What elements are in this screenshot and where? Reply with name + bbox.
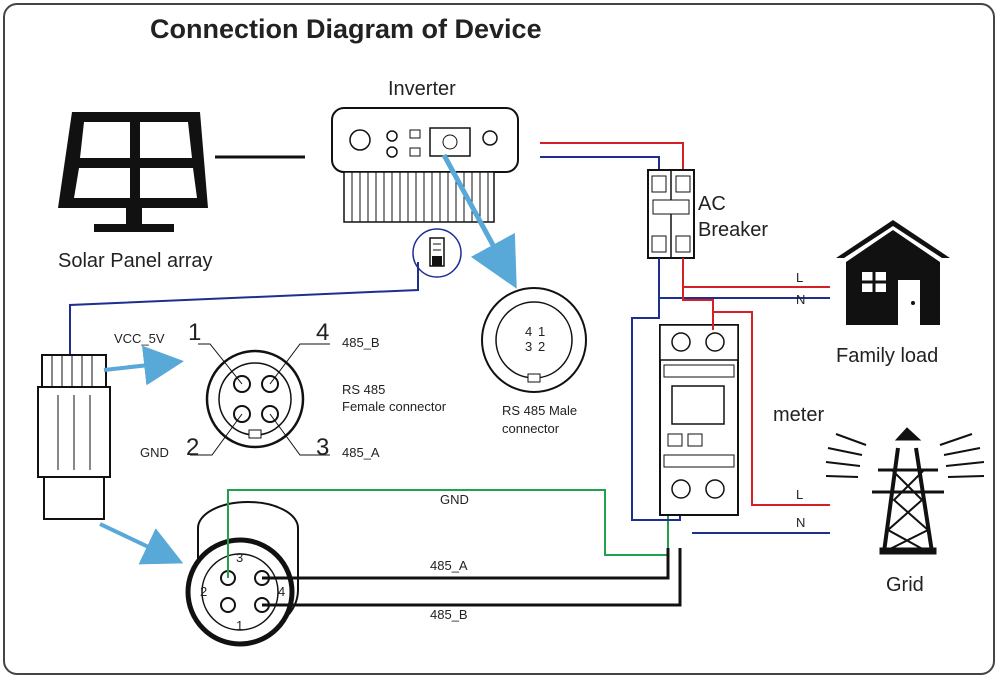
- inverter-l-wire: [540, 142, 684, 170]
- inverter-plug-icon: [412, 228, 462, 278]
- wire-485b-label: 485_B: [430, 607, 468, 622]
- round-plug-connector: [185, 501, 299, 647]
- rs485-female-label-2: Female connector: [342, 399, 447, 414]
- ac-breaker-label-2: Breaker: [698, 219, 768, 241]
- line-n-bottom-label: N: [796, 515, 805, 530]
- wire-485a-label: 485_A: [430, 558, 468, 573]
- wire-gnd-label: GND: [440, 492, 469, 507]
- meter-in-l-wire: [682, 287, 714, 330]
- vcc-arrow: [103, 345, 184, 386]
- line-l-top-label: L: [796, 270, 803, 285]
- rs485-male-connector: 4 1 3 2: [481, 287, 587, 393]
- signal-cable: [69, 262, 419, 355]
- solar-panel-label: Solar Panel array: [58, 250, 213, 272]
- solar-panel-icon: [58, 112, 208, 232]
- load-l-wire: [682, 258, 830, 288]
- meter-n-wire: [631, 298, 681, 521]
- line-n-top-label: N: [796, 292, 805, 307]
- female-pin-2: 2: [186, 434, 199, 461]
- rs485-female-connector: [190, 343, 330, 456]
- cable-connector-icon: [37, 354, 111, 520]
- rs485-female-label-1: RS 485: [342, 382, 385, 397]
- female-pin-3: 3: [316, 434, 329, 461]
- vcc-label: VCC_5V: [114, 331, 165, 346]
- male-pin-2: 2: [538, 339, 545, 354]
- diagram-frame: [3, 3, 995, 675]
- male-pin-4: 4: [525, 324, 532, 339]
- 485b-label: 485_B: [342, 335, 380, 350]
- inverter-to-male-arrow: [441, 153, 517, 289]
- inverter-n-wire: [540, 156, 660, 170]
- male-pin-1: 1: [538, 324, 545, 339]
- plug-arrow: [99, 522, 184, 565]
- ac-breaker-label-1: AC: [698, 193, 726, 215]
- inverter-unit: [331, 107, 519, 223]
- line-l-bottom-label: L: [796, 487, 803, 502]
- page-title: Connection Diagram of Device: [150, 14, 542, 44]
- inverter-label: Inverter: [388, 78, 456, 100]
- plug-pin-4: 4: [278, 584, 285, 599]
- 485b-wire: [262, 548, 682, 607]
- energy-meter: [659, 324, 739, 516]
- grid-label: Grid: [886, 574, 924, 596]
- house-icon: [836, 220, 950, 325]
- female-pin-4: 4: [316, 319, 329, 346]
- family-load-label: Family load: [836, 345, 938, 367]
- plug-pin-1: 1: [236, 618, 243, 633]
- gnd-wire: [227, 489, 669, 578]
- power-tower-icon: [825, 427, 985, 555]
- 485a-wire: [262, 548, 670, 580]
- plug-pin-3: 3: [236, 550, 243, 565]
- meter-label: meter: [773, 404, 824, 426]
- rs485-male-label-2: connector: [502, 421, 560, 436]
- plug-pin-2: 2: [200, 584, 207, 599]
- 485a-label: 485_A: [342, 445, 380, 460]
- male-pin-3: 3: [525, 339, 532, 354]
- grid-l-wire: [712, 311, 830, 506]
- ac-breaker: [647, 169, 695, 259]
- gnd-left-label: GND: [140, 445, 169, 460]
- female-pin-1: 1: [188, 319, 201, 346]
- rs485-male-label-1: RS 485 Male: [502, 403, 577, 418]
